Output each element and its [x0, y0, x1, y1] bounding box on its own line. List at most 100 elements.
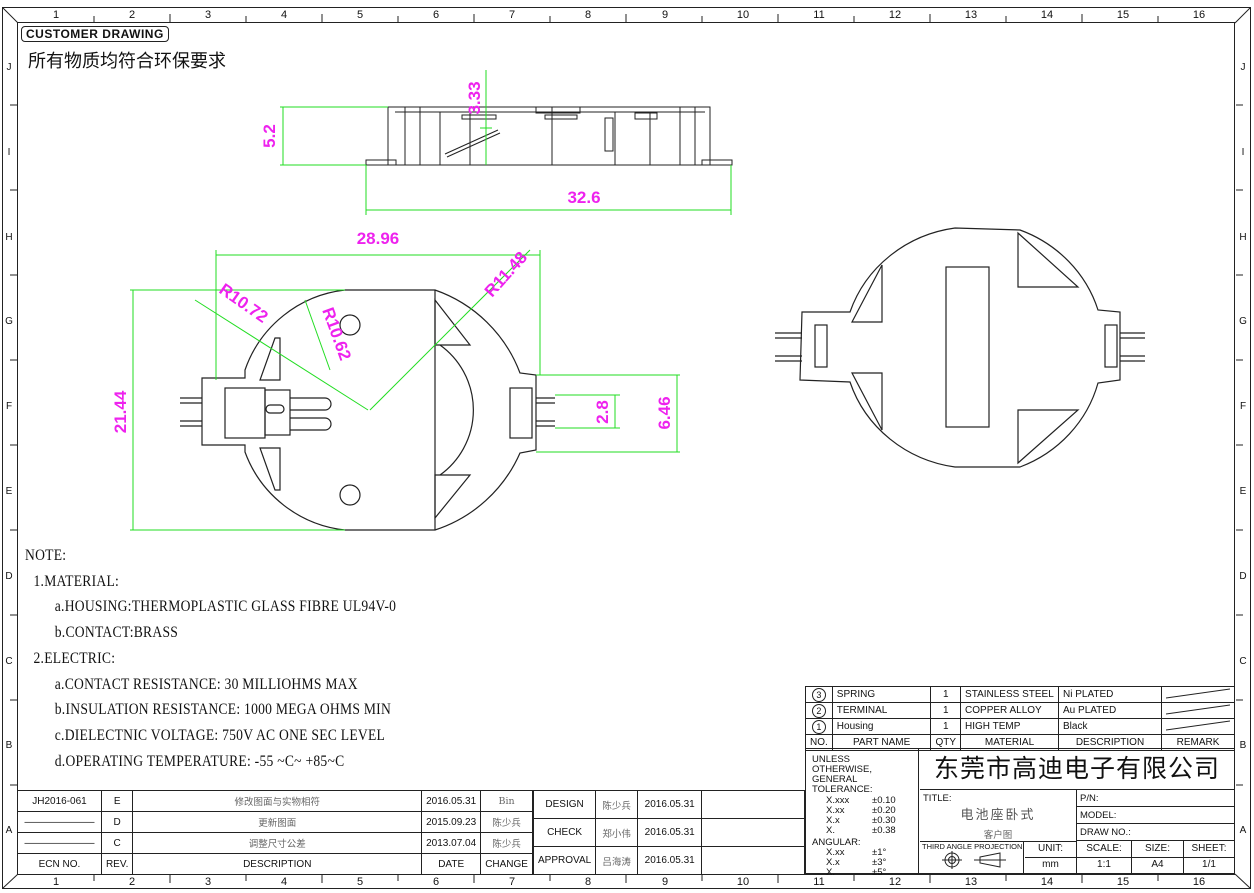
tol-value: ±0.10 — [872, 795, 896, 806]
revision-table: JH2016-061 E 修改图面与实物相符 2016.05.31 Bin ——… — [17, 790, 533, 875]
zone-col: 3 — [204, 876, 212, 888]
zone-row: C — [1239, 656, 1247, 667]
approval-role: DESIGN — [532, 790, 597, 819]
remark — [1160, 718, 1236, 735]
zone-col: 14 — [1040, 9, 1054, 21]
header-cell: DESCRIPTION — [132, 853, 423, 875]
revision-row: ——————— C 调整尺寸公差 2013.07.04 陈少兵 — [17, 832, 533, 854]
rev-date: 2013.07.04 — [421, 832, 482, 854]
size-value: A4 — [1132, 857, 1184, 873]
approval-empty — [701, 818, 805, 847]
ang-value: ±5° — [872, 867, 887, 878]
zone-col: 8 — [584, 876, 592, 888]
zone-col: 11 — [813, 876, 825, 888]
scale-value: 1:1 — [1077, 857, 1132, 873]
zone-row: B — [5, 740, 13, 751]
tolerance-panel: UNLESS OTHERWISE, GENERAL TOLERANCE: X.x… — [806, 749, 919, 878]
approvals-table: DESIGN 陈少兵 2016.05.31 CHECK 郑小伟 2016.05.… — [532, 790, 805, 875]
dim-tab-width: 6.46 — [655, 396, 674, 429]
ang-key: X.xx — [826, 847, 845, 858]
third-angle-projection-icon — [942, 851, 1006, 869]
header-cell: ECN NO. — [17, 853, 102, 875]
zone-row: F — [5, 401, 13, 412]
rev: C — [100, 832, 134, 854]
ang-value: ±3° — [872, 857, 887, 868]
rev-date: 2015.09.23 — [421, 811, 482, 833]
zone-row: E — [1239, 486, 1247, 497]
tol-key: X.xxx — [826, 795, 850, 806]
zone-row: J — [1240, 62, 1246, 73]
revision-row: ——————— D 更新图面 2015.09.23 陈少兵 — [17, 811, 533, 833]
approval-date: 2016.05.31 — [637, 818, 703, 847]
note-line: c.DIELECTNIC VOLTAGE: 750V AC ONE SEC LE… — [54, 726, 386, 744]
zone-col: 16 — [1192, 876, 1206, 888]
ang-value: ±1° — [872, 847, 887, 858]
tol-value: ±0.38 — [872, 825, 896, 836]
notes-block: NOTE: 1.MATERIAL: a.HOUSING:THERMOPLASTI… — [25, 543, 396, 774]
qty: 1 — [930, 702, 962, 719]
title-value: 电池座卧式 — [960, 808, 1036, 823]
note-line: a.CONTACT RESISTANCE: 30 MILLIOHMS MAX — [54, 675, 358, 693]
header-cell: DESCRIPTION — [1058, 734, 1162, 751]
item-number: 1 — [811, 719, 826, 734]
projection-label: THIRD ANGLE PROJECTION — [922, 842, 1023, 851]
approval-name: 吕海涛 — [595, 846, 639, 875]
drawing-inner-border — [17, 22, 1235, 875]
ang-key: X. — [826, 867, 835, 878]
top-view-drawing: 28.96 21.44 R10.72 R10.62 R11.48 2.8 6.4… — [111, 229, 680, 531]
description: Au PLATED — [1058, 702, 1162, 719]
approval-role: APPROVAL — [532, 846, 597, 875]
zone-col: 15 — [1116, 876, 1130, 888]
zone-col: 8 — [584, 9, 592, 21]
zone-col: 2 — [128, 9, 136, 21]
rev: D — [100, 811, 134, 833]
ecn-no: JH2016-061 — [17, 790, 102, 812]
part-name: Housing — [831, 718, 932, 735]
zone-row: H — [1239, 232, 1247, 243]
dim-pin-pitch: 2.8 — [593, 400, 612, 424]
approval-row: CHECK 郑小伟 2016.05.31 — [532, 818, 805, 847]
zone-col: 12 — [888, 876, 902, 888]
unit-label: UNIT: — [1025, 841, 1077, 858]
zone-row: J — [6, 62, 12, 73]
zone-col: 9 — [661, 9, 669, 21]
pn-field: P/N: — [1077, 790, 1234, 807]
tol-value: ±0.20 — [872, 805, 896, 816]
dim-side-width: 32.6 — [567, 188, 600, 207]
eco-compliance-note: 所有物质均符合环保要求 — [28, 51, 226, 72]
tol-key: X. — [826, 825, 835, 836]
zone-row: A — [5, 825, 13, 836]
dim-top-width: 28.96 — [357, 229, 400, 248]
tol-key: X.xx — [826, 805, 845, 816]
zone-col: 4 — [280, 876, 288, 888]
description: Black — [1058, 718, 1162, 735]
zone-row: D — [1239, 571, 1247, 582]
company-name: 东莞市高迪电子有限公司 — [920, 749, 1234, 790]
unit-value: mm — [1025, 857, 1077, 873]
remark — [1160, 686, 1236, 703]
zone-col: 6 — [432, 9, 440, 21]
bom-table: 3 SPRING 1 STAINLESS STEEL Ni PLATED 2 T… — [805, 686, 1236, 751]
note-line: b.CONTACT:BRASS — [54, 624, 179, 642]
zone-row: H — [5, 232, 13, 243]
item-number: 3 — [811, 687, 826, 702]
title-label: TITLE: — [923, 793, 952, 804]
zone-row: I — [7, 147, 11, 158]
material: COPPER ALLOY — [960, 702, 1060, 719]
zone-row: G — [5, 316, 13, 327]
draw-no-field: DRAW NO.: — [1077, 824, 1234, 841]
zone-col: 15 — [1116, 9, 1130, 21]
description: Ni PLATED — [1058, 686, 1162, 703]
approval-name: 郑小伟 — [595, 818, 639, 847]
zone-col: 2 — [128, 876, 136, 888]
header-cell: NO. — [805, 734, 833, 751]
side-view-drawing: 32.6 5.2 3.33 — [260, 70, 733, 215]
approval-row: APPROVAL 吕海涛 2016.05.31 — [532, 846, 805, 875]
tol-value: ±0.30 — [872, 815, 896, 826]
zone-row: C — [5, 656, 13, 667]
zone-col: 5 — [356, 876, 364, 888]
notes-title: NOTE: — [25, 547, 67, 564]
approval-date: 2016.05.31 — [637, 846, 703, 875]
sheet-label: SHEET: — [1184, 841, 1234, 858]
